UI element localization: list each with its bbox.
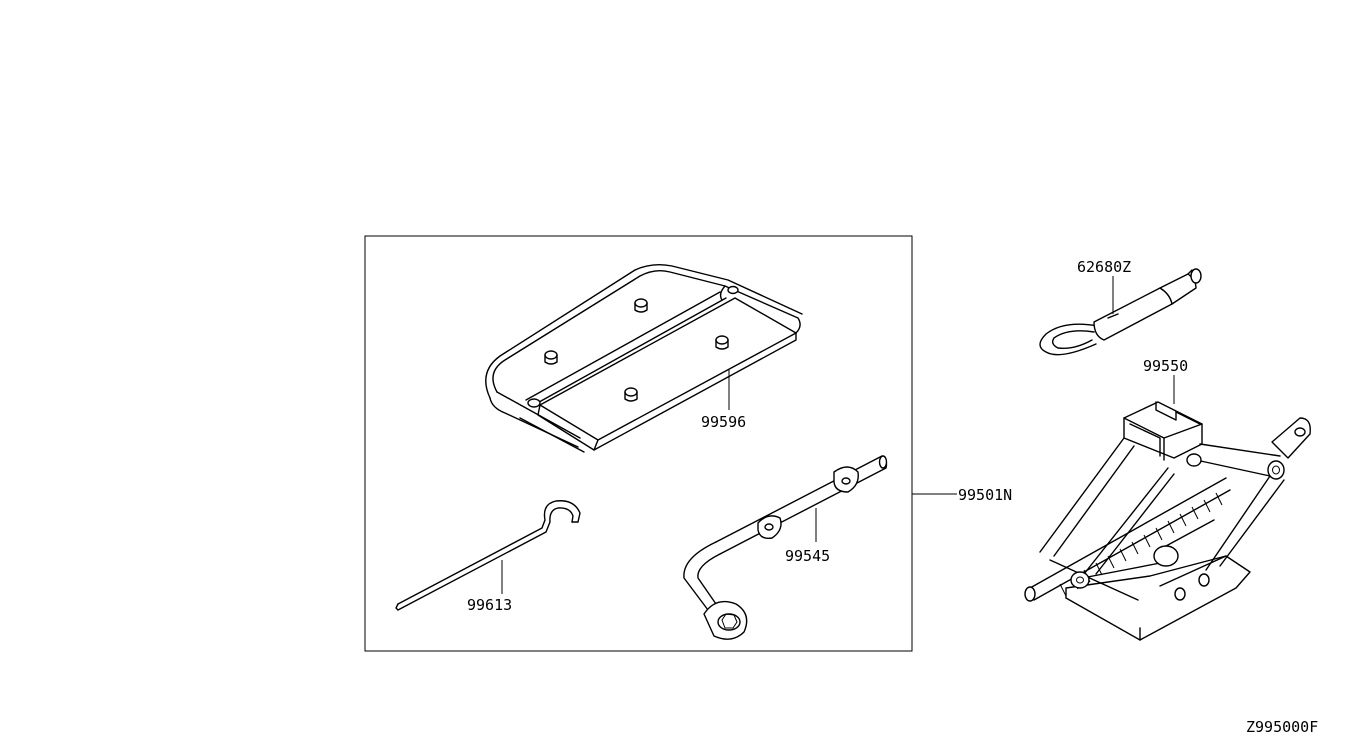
towing-hook bbox=[1039, 268, 1202, 356]
wheel-nut-wrench bbox=[683, 455, 888, 640]
tool-kit-box bbox=[364, 235, 913, 652]
label-99613: 99613 bbox=[467, 596, 512, 614]
label-99501n: 99501N bbox=[958, 486, 1012, 504]
scissor-jack bbox=[1024, 401, 1311, 641]
label-62680z: 62680Z bbox=[1077, 258, 1131, 276]
label-99550: 99550 bbox=[1143, 357, 1188, 375]
tool-tray-bracket bbox=[485, 263, 803, 453]
hook-rod bbox=[395, 500, 581, 611]
diagram-code: Z995000F bbox=[1246, 718, 1318, 736]
label-99545: 99545 bbox=[785, 547, 830, 565]
label-99596: 99596 bbox=[701, 413, 746, 431]
